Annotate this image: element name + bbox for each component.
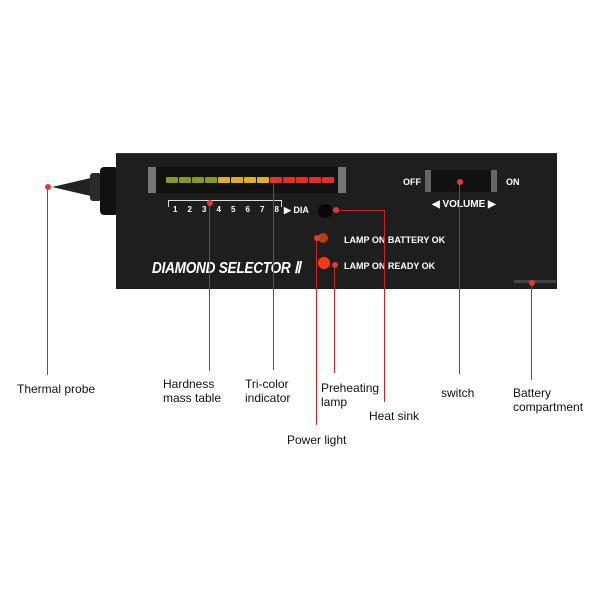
indicator-segment (179, 177, 191, 183)
preheating-lamp (318, 257, 330, 269)
power-light (318, 233, 328, 243)
callout-battery: Battery compartment (513, 386, 584, 414)
lamp-battery-label: LAMP ON BATTERY OK (344, 235, 446, 245)
thermal-probe (52, 167, 118, 215)
battery-compartment (514, 280, 556, 283)
callout-preheating: Preheating lamp (321, 381, 380, 409)
scale-number: 4 (216, 205, 221, 214)
indicator-segment (205, 177, 217, 183)
scale-number: 1 (173, 205, 178, 214)
scale-number: 6 (245, 205, 250, 214)
indicator-segment (166, 177, 178, 183)
indicator-segment (218, 177, 230, 183)
dia-label: ▶ DIA (284, 205, 309, 215)
callout-switch: switch (441, 386, 475, 400)
indicator-segment (244, 177, 256, 183)
indicator-segment (309, 177, 321, 183)
indicator-segment (296, 177, 308, 183)
volume-label: ◀ VOLUME ▶ (432, 199, 496, 210)
callout-tricolor: Tri-color indicator (245, 377, 291, 405)
lamp-ready-label: LAMP ON READY OK (344, 261, 436, 271)
heat-sink (318, 204, 332, 218)
switch-on-label: ON (506, 177, 520, 187)
scale-number: 2 (187, 205, 192, 214)
indicator-segment (231, 177, 243, 183)
indicator-segment (283, 177, 295, 183)
scale-number: 5 (231, 205, 236, 214)
switch-off-label: OFF (403, 177, 421, 187)
indicator-segment (192, 177, 204, 183)
scale-number: 8 (274, 205, 279, 214)
callout-power-light: Power light (287, 433, 347, 447)
brand-label: DIAMOND SELECTOR Ⅱ (152, 260, 301, 277)
indicator-segment (322, 177, 334, 183)
indicator-segment (257, 177, 269, 183)
scale-number: 7 (260, 205, 265, 214)
callout-heat-sink: Heat sink (369, 409, 420, 423)
callout-thermal-probe: Thermal probe (17, 382, 96, 396)
scale-number: 3 (202, 205, 207, 214)
callout-hardness: Hardness mass table (163, 377, 222, 405)
tri-color-indicator (148, 167, 346, 193)
hardness-scale (168, 200, 282, 207)
